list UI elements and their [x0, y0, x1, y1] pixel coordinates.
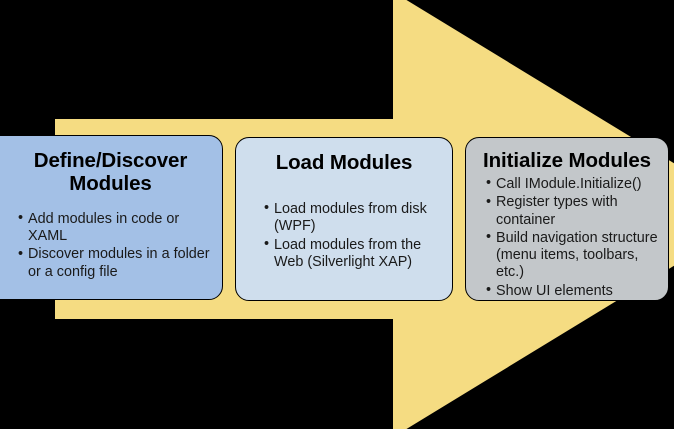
- stage-bullet-list-load-modules: Load modules from disk (WPF) Load module…: [246, 200, 442, 272]
- stage-bullet-list-initialize-modules: Call IModule.Initialize() Register types…: [476, 175, 658, 300]
- list-item: Register types with container: [485, 194, 658, 229]
- stage-title-load-modules: Load Modules: [275, 151, 413, 174]
- list-item: Add modules in code or XAML: [17, 210, 212, 246]
- stage-box-initialize-modules[interactable]: Initialize Modules Call IModule.Initiali…: [465, 137, 669, 301]
- stage-title-define-discover-modules: Define/Discover Modules: [33, 149, 188, 195]
- stage-box-load-modules[interactable]: Load Modules Load modules from disk (WPF…: [235, 137, 453, 301]
- list-item: Discover modules in a folder or a config…: [17, 246, 212, 281]
- list-item: Load modules from the Web (Silverlight X…: [263, 236, 442, 272]
- stage-title-initialize-modules: Initialize Modules: [483, 149, 651, 172]
- list-item: Load modules from disk (WPF): [263, 200, 442, 236]
- stage-box-define-discover-modules[interactable]: Define/Discover Modules Add modules in c…: [0, 135, 223, 300]
- list-item: Build navigation structure (menu items, …: [485, 229, 658, 282]
- list-item: Call IModule.Initialize(): [485, 175, 658, 193]
- stage-bullet-list-define-discover-modules: Add modules in code or XAML Discover mod…: [0, 210, 212, 281]
- list-item: Show UI elements: [485, 282, 658, 300]
